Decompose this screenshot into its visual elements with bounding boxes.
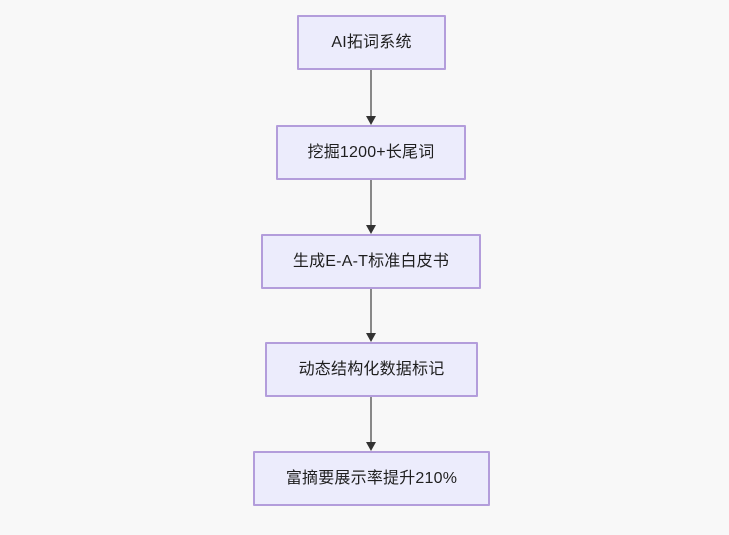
- flow-node-label: 富摘要展示率提升210%: [285, 469, 458, 487]
- edge-line-icon: [370, 289, 372, 334]
- flow-node-n2[interactable]: 挖掘1200+长尾词: [276, 125, 466, 180]
- flow-node-n4[interactable]: 动态结构化数据标记: [265, 342, 478, 397]
- flow-node-n3[interactable]: 生成E-A-T标准白皮书: [261, 234, 481, 289]
- flow-node-label: 生成E-A-T标准白皮书: [292, 252, 450, 270]
- flow-node-label: 动态结构化数据标记: [298, 360, 445, 378]
- flow-node-n5[interactable]: 富摘要展示率提升210%: [253, 451, 490, 506]
- flow-node-label: AI拓词系统: [331, 33, 412, 51]
- arrowhead-down-icon: [366, 225, 376, 234]
- edge-line-icon: [370, 180, 372, 226]
- edge-line-icon: [370, 397, 372, 443]
- arrowhead-down-icon: [366, 116, 376, 125]
- arrowhead-down-icon: [366, 442, 376, 451]
- flow-node-label: 挖掘1200+长尾词: [307, 143, 435, 161]
- flow-node-n1[interactable]: AI拓词系统: [297, 15, 446, 70]
- arrowhead-down-icon: [366, 333, 376, 342]
- edge-line-icon: [370, 70, 372, 117]
